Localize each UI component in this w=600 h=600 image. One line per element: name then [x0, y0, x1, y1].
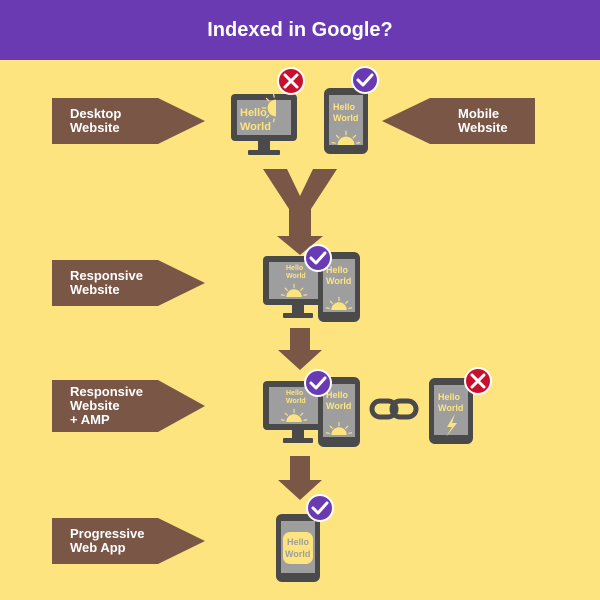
screen-text: Hello: [438, 392, 461, 402]
label-responsive-website: Responsive Website: [70, 268, 143, 297]
screen-text: World: [286, 398, 306, 405]
screen-text: World: [326, 401, 351, 411]
tag-responsive: [52, 260, 205, 306]
label-responsive-website-amp: Responsive Website + AMP: [70, 384, 143, 427]
phone-icon: Hello World: [324, 88, 368, 154]
phone-icon: Hello World: [429, 378, 473, 444]
phone-icon: Hello World: [318, 252, 360, 322]
down-arrow-2: [278, 456, 322, 500]
screen-text: Hello: [326, 265, 349, 275]
link-icon: [369, 398, 419, 420]
phone-icon: Hello World: [276, 514, 320, 582]
screen-text: Hello: [326, 390, 349, 400]
down-arrow-1: [278, 328, 322, 370]
screen-text: Hello: [286, 265, 303, 272]
screen-text: Hello: [287, 537, 310, 547]
screen-text: Hello: [333, 102, 356, 112]
lightning-icon: [446, 414, 457, 437]
cross-icon: [277, 67, 305, 95]
check-icon: [306, 494, 334, 522]
screen-text: Hello: [286, 390, 303, 397]
screen-text: World: [240, 121, 271, 133]
check-icon: [304, 369, 332, 397]
header-bar: Indexed in Google?: [0, 0, 600, 60]
cross-icon: [464, 367, 492, 395]
screen-text: World: [326, 276, 351, 286]
tag-pwa: [52, 518, 205, 564]
label-mobile-website: Mobile Website: [458, 106, 508, 135]
tag-desktop: [52, 98, 205, 144]
page-title: Indexed in Google?: [207, 18, 393, 41]
screen-text: Hello: [240, 107, 267, 119]
screen-text: World: [438, 403, 463, 413]
tag-mobile: [382, 98, 535, 144]
tag-responsive-amp: [52, 380, 205, 432]
check-icon: [351, 66, 379, 94]
desktop-icon: Hello World: [231, 93, 297, 155]
label-desktop-website: Desktop Website: [70, 106, 122, 135]
screen-text: World: [333, 113, 358, 123]
check-icon: [304, 244, 332, 272]
merge-arrow: [263, 169, 337, 255]
label-progressive-web-app: Progressive Web App: [70, 526, 145, 555]
phone-icon: Hello World: [318, 377, 360, 447]
screen-text: World: [285, 549, 310, 559]
screen-text: World: [286, 273, 306, 280]
